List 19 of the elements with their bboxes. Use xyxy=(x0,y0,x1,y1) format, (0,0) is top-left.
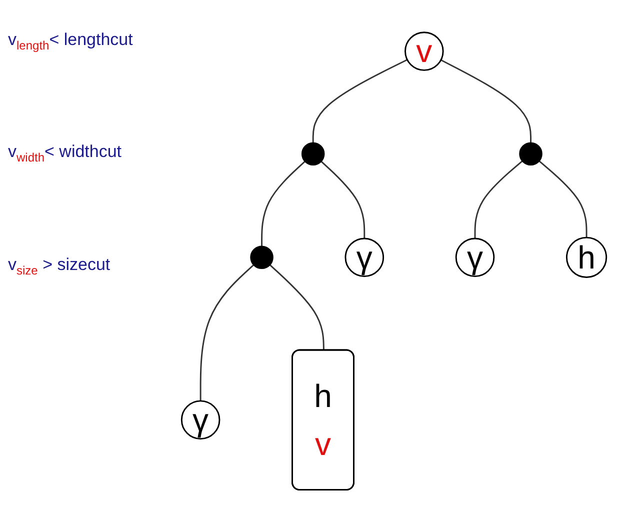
connector xyxy=(312,59,408,143)
condition-label: v$_{size}$ > sizecut xyxy=(8,254,112,278)
node-circle xyxy=(519,142,542,166)
node-circle: γ xyxy=(180,400,220,440)
condition-label: v$_{width}$< widthcut xyxy=(8,142,123,165)
node-circle xyxy=(250,246,274,270)
node-circle: h xyxy=(566,236,608,278)
connector xyxy=(440,59,532,143)
node-circle: γ xyxy=(455,238,495,278)
connector xyxy=(269,264,324,351)
connector xyxy=(474,160,523,238)
node-circle xyxy=(301,142,325,166)
connector xyxy=(538,160,588,238)
connector xyxy=(200,264,254,401)
connector xyxy=(261,160,306,246)
connector xyxy=(320,160,366,238)
node-circle: v xyxy=(404,32,444,71)
condition-label: v$_{length}$< lengthcut xyxy=(8,30,134,52)
node-circle: γ xyxy=(344,238,384,278)
